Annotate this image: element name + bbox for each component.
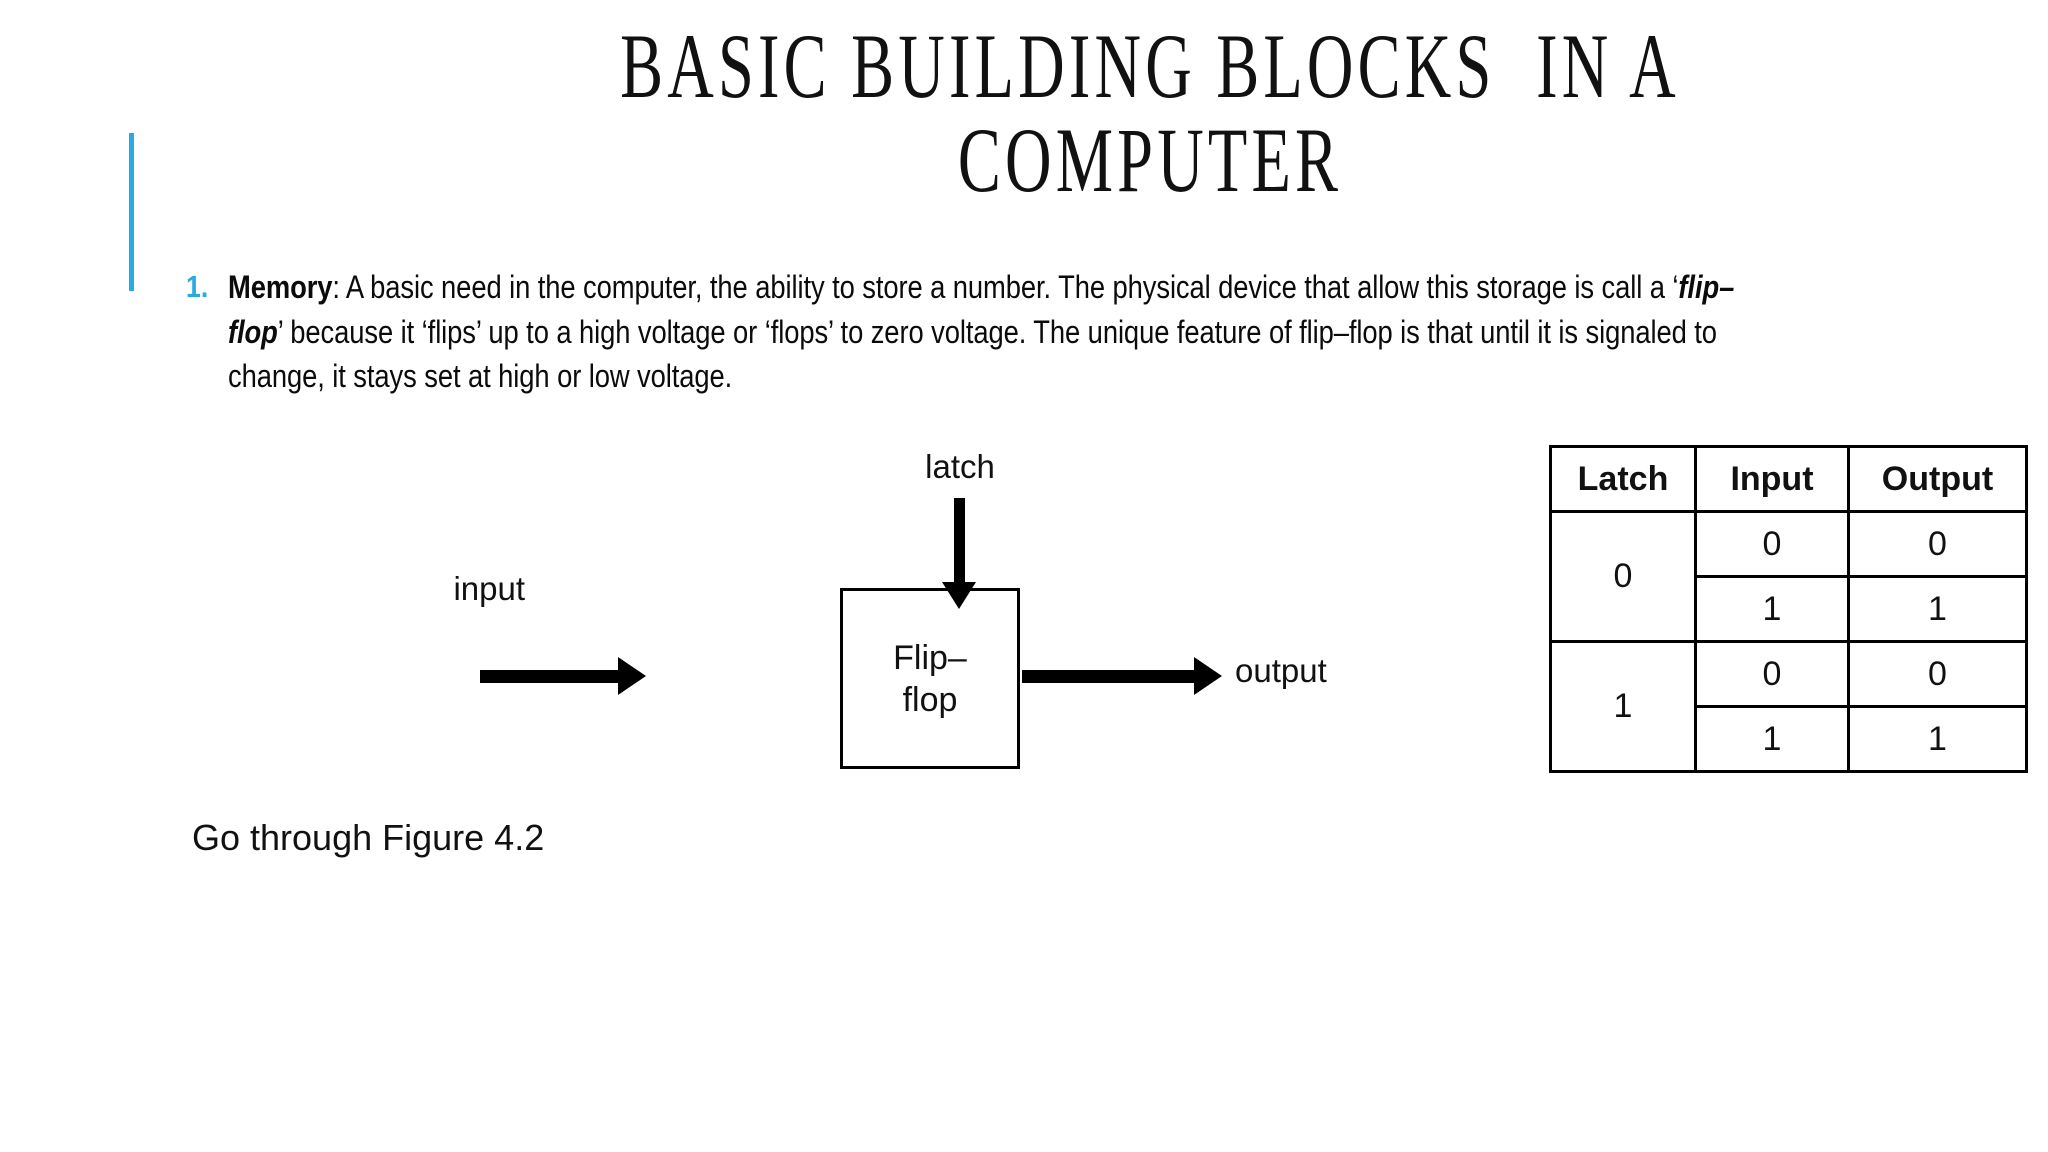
latch-arrow-icon [942, 582, 976, 609]
flip-flop-block: Flip– flop [840, 588, 1020, 769]
paragraph-part-2: ’ because it ‘flips’ up to a high voltag… [228, 313, 1717, 395]
input-label: input [453, 570, 525, 607]
truth-table: Latch Input Output 0 0 0 1 1 1 0 0 1 1 [1549, 445, 2028, 773]
body-content: 1. Memory: A basic need in the computer,… [186, 265, 2046, 399]
table-row: 1 1 [1551, 575, 2028, 643]
table-cell-input: 1 [1694, 705, 1850, 773]
table-row: 1 1 [1551, 705, 2028, 773]
table-row: 0 0 0 [1549, 510, 2028, 643]
input-arrow-icon [618, 657, 646, 695]
footer-note: Go through Figure 4.2 [192, 817, 545, 858]
table-header-row: Latch Input Output [1549, 445, 2028, 513]
output-label: output [1235, 652, 1327, 689]
output-arrow-icon [1194, 657, 1222, 695]
flip-flop-diagram: latch input Flip– flop output [453, 440, 1420, 800]
body-paragraph: Memory: A basic need in the computer, th… [228, 265, 1758, 399]
table-cell-latch: 1 [1549, 640, 1697, 773]
page-title: Basic Building Blocks in a Computer [620, 15, 1701, 211]
table-cell-latch: 0 [1549, 510, 1697, 643]
accent-bar [129, 133, 134, 291]
table-cell-input: 0 [1694, 510, 1850, 578]
latch-label: latch [925, 448, 995, 485]
table-header-input: Input [1694, 445, 1850, 513]
flip-flop-emphasis: flip–flop [228, 269, 1735, 350]
paragraph-part-1: : A basic need in the computer, the abil… [332, 269, 1679, 305]
output-arrow-shaft [1022, 670, 1197, 683]
table-row: 1 0 0 [1549, 640, 2028, 773]
table-cell-output: 0 [1847, 510, 2028, 578]
flip-flop-block-label: Flip– flop [893, 638, 967, 719]
table-header-output: Output [1847, 445, 2028, 513]
latch-arrow-shaft [954, 498, 965, 591]
table-cell-input: 0 [1694, 640, 1850, 708]
table-cell-output: 0 [1847, 640, 2028, 708]
input-arrow-shaft [480, 670, 620, 683]
table-cell-output: 1 [1847, 705, 2028, 773]
table-cell-output: 1 [1847, 575, 2028, 643]
memory-keyword: Memory [228, 269, 333, 305]
list-number: 1. [186, 269, 209, 304]
table-header-latch: Latch [1549, 445, 1697, 513]
table-cell-input: 1 [1694, 575, 1850, 643]
